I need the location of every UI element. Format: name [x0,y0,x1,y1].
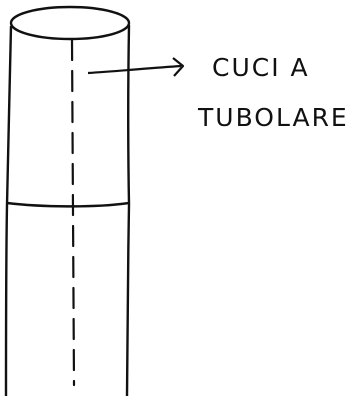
segment-join-seam [6,201,130,208]
upper-tube-segment [5,5,131,206]
lower-tube-segment [4,203,131,397]
tube-left-edge-upper [5,25,13,206]
tube-right-edge-upper [127,24,131,205]
pointer-arrow [87,57,185,77]
annotation-line-2: TUBOLARE [197,103,349,132]
annotation-line-1: CUCI A [212,53,310,82]
tubular-stitch-line [70,38,76,387]
tube-top-opening [9,5,131,41]
tube-right-edge-lower [125,203,131,397]
arrow-shaft [87,64,182,75]
tube-left-edge-lower [4,204,9,397]
arrow-head [172,57,185,77]
